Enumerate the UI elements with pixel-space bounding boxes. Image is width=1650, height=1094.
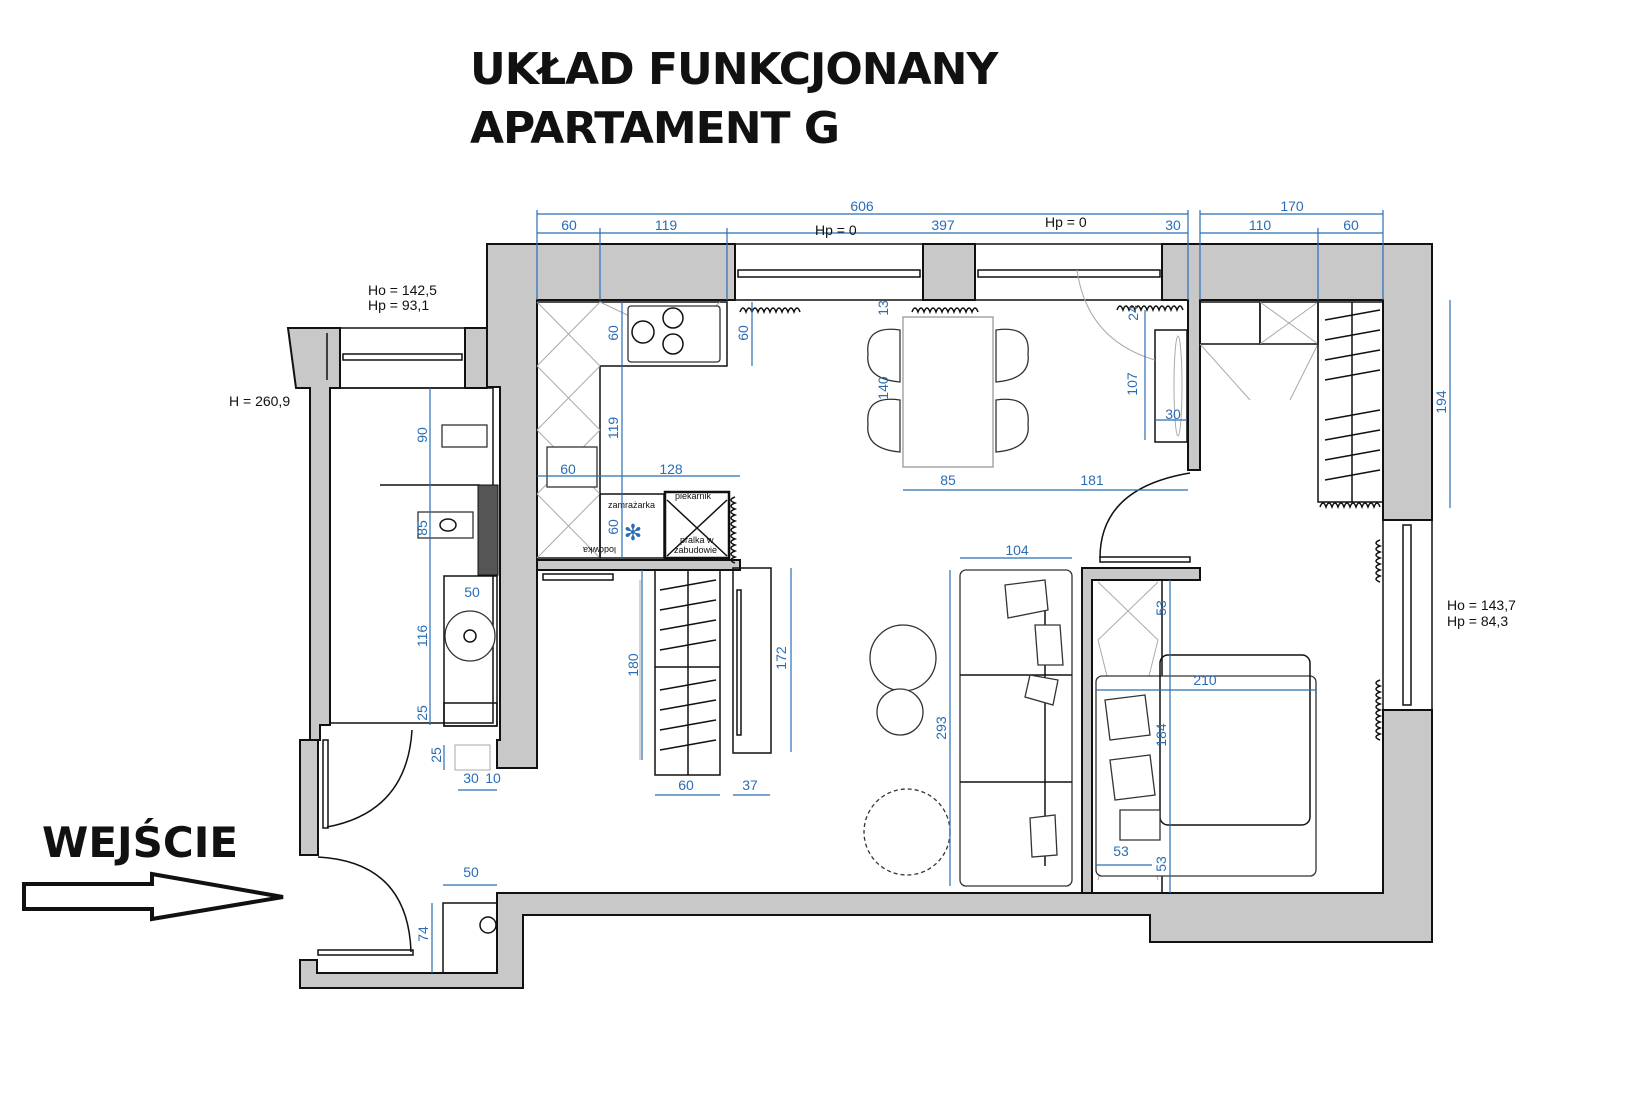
- window-height-note: Hp = 84,3: [1447, 613, 1508, 629]
- dim-label: 53: [1113, 843, 1129, 859]
- dim-label: 128: [659, 461, 683, 477]
- window-height-note: Hp = 0: [815, 222, 857, 238]
- dim-label: 60: [561, 217, 577, 233]
- doors: [317, 472, 1191, 956]
- dimension-lines: [429, 210, 1451, 973]
- dim-label: 194: [1433, 390, 1449, 414]
- dim-label: 53: [1153, 600, 1169, 616]
- dining-table: [867, 316, 1029, 468]
- dim-label: 85: [940, 472, 956, 488]
- dim-label: 30: [463, 770, 479, 786]
- dim-label: 85: [414, 520, 430, 536]
- dim-label: 110: [1249, 217, 1272, 233]
- dim-label: 606: [850, 198, 874, 214]
- ceiling-height-note: H = 260,9: [229, 393, 290, 409]
- wardrobes: [639, 269, 1384, 776]
- dim-label: 13: [875, 300, 891, 316]
- dim-label: 107: [1124, 372, 1140, 396]
- dim-label: 25: [414, 705, 430, 721]
- window-height-note: Ho = 143,7: [1447, 597, 1516, 613]
- walls: [286, 243, 1433, 989]
- dim-label: 30: [1165, 406, 1181, 422]
- bedroom: [1091, 579, 1317, 894]
- chairs-icon: [867, 328, 1029, 453]
- entrance-arrow-icon: [22, 871, 284, 922]
- dim-label: 74: [415, 926, 431, 942]
- bathroom: [326, 333, 499, 974]
- rug-pattern: [863, 788, 951, 876]
- dimension-labels: 606 60 119 397 30 170 110 60 60 60 13 14…: [414, 198, 1449, 942]
- toilet-icon: [417, 511, 474, 539]
- dim-label: 119: [605, 417, 621, 440]
- washer-label: pralka w: [680, 535, 714, 545]
- window-height-note: Ho = 142,5: [368, 282, 437, 298]
- dim-label: 90: [414, 427, 430, 443]
- dim-label: 25: [428, 747, 444, 763]
- dim-label: 210: [1193, 672, 1217, 688]
- shower-icon: [441, 424, 488, 448]
- snowflake-icon: ✻: [624, 520, 642, 545]
- dim-label: 172: [773, 646, 789, 670]
- radiators: [730, 305, 1383, 741]
- kitchen-sink-icon: [546, 446, 598, 488]
- dim-label: 104: [1005, 542, 1029, 558]
- dim-label: 119: [655, 217, 678, 233]
- oven-label: piekarnik: [675, 491, 712, 501]
- dim-label: 24: [1125, 305, 1141, 321]
- dim-label: 30: [1165, 217, 1181, 233]
- dim-label: 140: [875, 376, 891, 400]
- dim-label: 180: [625, 653, 641, 677]
- dim-label: 53: [1153, 856, 1169, 872]
- dim-label: 60: [678, 777, 694, 793]
- dim-label: 170: [1280, 198, 1304, 214]
- side-table: [876, 688, 924, 736]
- dim-label: 50: [464, 584, 480, 600]
- fridge-label: lodówka: [583, 545, 616, 555]
- window-height-note: Hp = 0: [1045, 214, 1087, 230]
- dim-label: 184: [1153, 723, 1169, 747]
- entrance-label: WEJŚCIE: [42, 818, 239, 867]
- dim-label: 60: [735, 325, 751, 341]
- dim-label: 10: [485, 770, 501, 786]
- dim-label: 116: [414, 625, 430, 648]
- dim-label: 293: [933, 716, 949, 740]
- kitchen: zamrażarka ✻ lodówka piekarnik pralka w …: [536, 301, 731, 581]
- dim-label: 397: [931, 217, 955, 233]
- dim-label: 60: [605, 325, 621, 341]
- annotations: Hp = 0 Hp = 0 Ho = 142,5 Hp = 93,1 H = 2…: [229, 214, 1516, 629]
- living-room: [863, 569, 1073, 887]
- dim-label: 181: [1080, 472, 1104, 488]
- dim-label: 50: [463, 864, 479, 880]
- coffee-table: [869, 624, 937, 692]
- dim-label: 60: [560, 461, 576, 477]
- plan-title: UKŁAD FUNKCJONANY: [470, 44, 998, 95]
- dim-label: 60: [1343, 217, 1359, 233]
- washer-label-2: zabudowie: [674, 545, 717, 555]
- washbasin-icon: [444, 610, 496, 662]
- plan-subtitle: APARTAMENT G: [470, 103, 840, 154]
- windows: [339, 243, 1433, 711]
- dim-label: 37: [742, 777, 758, 793]
- window-height-note: Hp = 93,1: [368, 297, 429, 313]
- freezer-label: zamrażarka: [608, 500, 655, 510]
- dim-label: 60: [605, 519, 621, 535]
